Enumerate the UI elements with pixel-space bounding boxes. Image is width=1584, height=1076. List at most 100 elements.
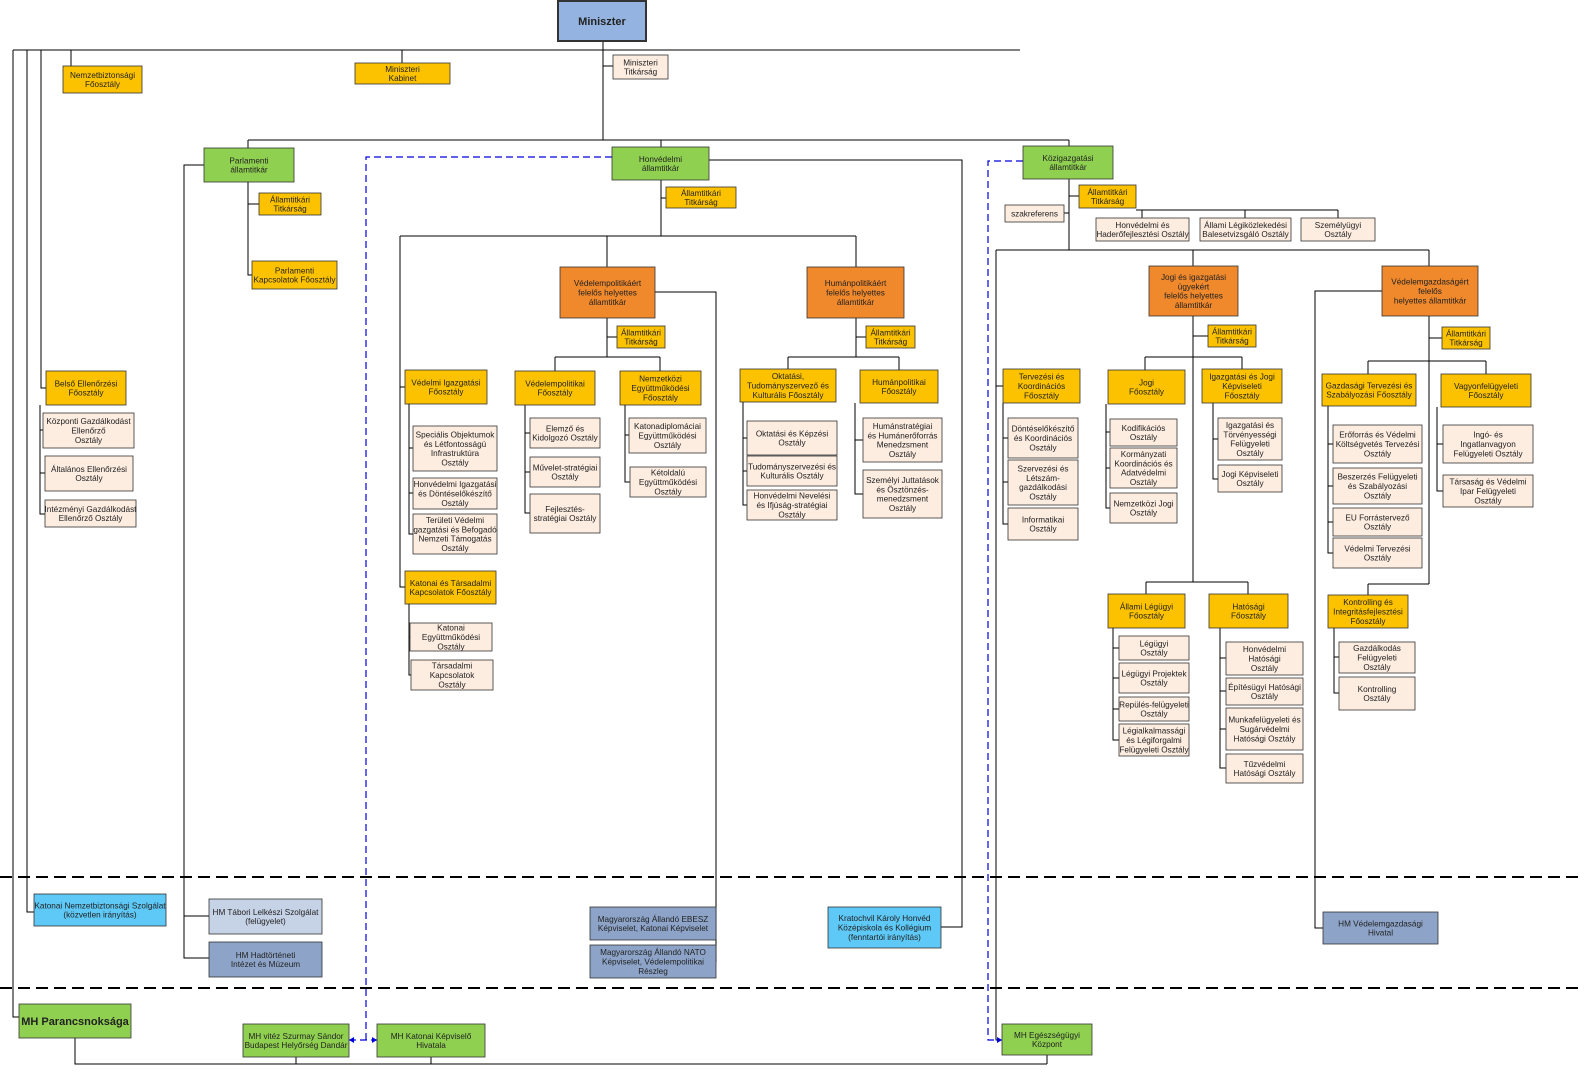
connector [74, 1038, 1047, 1065]
unit-box [1118, 662, 1190, 694]
unit-box [1225, 641, 1304, 676]
unit-box [203, 147, 295, 183]
org-unit-katonai-nbsz: Katonai Nemzetbiztonsági Szolgálat(közve… [33, 893, 167, 927]
unit-box [862, 469, 943, 519]
unit-label: MH Parancsnoksága [21, 1016, 129, 1028]
arrowhead [997, 1037, 1002, 1043]
unit-box [1332, 424, 1423, 464]
unit-box [258, 192, 322, 216]
unit-box [1199, 217, 1292, 242]
unit-box [514, 370, 596, 406]
unit-box [739, 368, 837, 403]
unit-box [589, 944, 717, 979]
unit-box [619, 370, 702, 406]
org-unit-mh-parancs: MH Parancsnoksága [18, 1003, 132, 1039]
connector [1105, 404, 1110, 509]
unit-box [1442, 474, 1534, 508]
connector [399, 236, 405, 588]
connector [408, 604, 411, 676]
unit-box [1109, 492, 1178, 524]
unit-box [410, 659, 494, 691]
unit-box [1107, 593, 1186, 629]
unit-box [1332, 537, 1423, 569]
connector [365, 156, 612, 1040]
org-unit-fejlesztes: Fejlesztés-stratégiai Osztály [529, 493, 601, 534]
unit-box [1225, 677, 1304, 706]
connector [1002, 403, 1008, 525]
unit-label: Katonai Nemzetbiztonsági Szolgálat(közve… [34, 901, 166, 919]
unit-box [1321, 373, 1417, 407]
unit-box [404, 369, 488, 405]
unit-box [1118, 696, 1190, 722]
connector [1314, 290, 1382, 929]
unit-box [1118, 635, 1190, 661]
connector [742, 402, 747, 506]
unit-box [1201, 368, 1283, 404]
unit-box [859, 369, 939, 404]
unit-box [616, 325, 666, 349]
unit-box [629, 466, 707, 498]
unit-box [1442, 424, 1534, 464]
unit-box [1004, 204, 1065, 223]
connector [709, 159, 963, 928]
unit-box [806, 266, 905, 319]
unit-box [354, 62, 451, 85]
unit-box [1338, 641, 1416, 674]
unit-box [208, 941, 323, 978]
unit-box [376, 1023, 486, 1058]
unit-box [1208, 593, 1289, 629]
connector [12, 50, 19, 1018]
unit-box [559, 266, 656, 319]
connector [408, 404, 413, 535]
